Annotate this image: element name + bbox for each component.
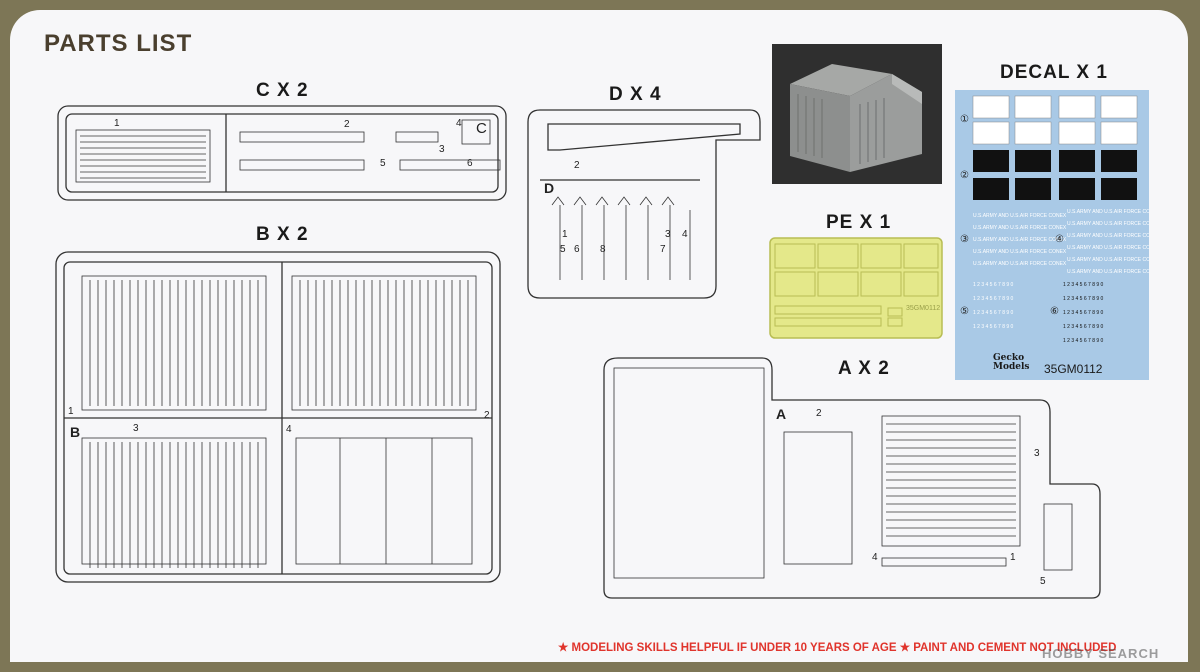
decal-label: DECAL X 1: [1000, 62, 1108, 83]
pe-code: 35GM0112: [906, 305, 941, 312]
sprue-d-label: D X 4: [609, 84, 662, 105]
part-c4: 4: [456, 118, 462, 129]
part-d8: 8: [600, 244, 606, 255]
svg-text:U.S.ARMY AND U.S.AIR FORCE CON: U.S.ARMY AND U.S.AIR FORCE CONEX: [973, 249, 1067, 255]
part-b2: 2: [484, 410, 490, 421]
part-d3: 3: [665, 229, 671, 240]
svg-text:U.S.ARMY AND U.S.AIR FORCE CON: U.S.ARMY AND U.S.AIR FORCE CONEX: [973, 261, 1067, 267]
part-c1: 1: [114, 118, 120, 129]
svg-text:U.S.ARMY AND U.S.AIR FORCE CON: U.S.ARMY AND U.S.AIR FORCE CONEX: [1067, 221, 1149, 227]
part-a2: 2: [816, 408, 822, 419]
part-a5: 5: [1040, 576, 1046, 587]
decal-marking-5: ⑤: [960, 306, 969, 317]
part-c5: 5: [380, 158, 386, 169]
svg-text:1 2 3 4 5 6 7 8 9 0: 1 2 3 4 5 6 7 8 9 0: [973, 310, 1014, 316]
svg-text:U.S.ARMY AND U.S.AIR FORCE CON: U.S.ARMY AND U.S.AIR FORCE CONEX: [973, 213, 1067, 219]
svg-text:U.S.ARMY AND U.S.AIR FORCE CON: U.S.ARMY AND U.S.AIR FORCE CONEX: [973, 225, 1067, 231]
svg-text:1 2 3 4 5 6 7 8 9 0: 1 2 3 4 5 6 7 8 9 0: [1063, 338, 1104, 344]
svg-text:U.S.ARMY AND U.S.AIR FORCE CON: U.S.ARMY AND U.S.AIR FORCE CONEX: [973, 237, 1067, 243]
svg-text:1 2 3 4 5 6 7 8 9 0: 1 2 3 4 5 6 7 8 9 0: [973, 282, 1014, 288]
sprue-c-letter: C: [476, 120, 487, 137]
part-d7: 7: [660, 244, 666, 255]
decal-marking-6: ⑥: [1050, 306, 1059, 317]
part-c3: 3: [439, 144, 445, 155]
svg-text:1 2 3 4 5 6 7 8 9 0: 1 2 3 4 5 6 7 8 9 0: [1063, 324, 1104, 330]
sprue-a-label: A X 2: [838, 358, 890, 379]
part-d6: 6: [574, 244, 580, 255]
part-d4: 4: [682, 229, 688, 240]
part-b1: 1: [68, 406, 74, 417]
part-d5: 5: [560, 244, 566, 255]
page-title: PARTS LIST: [44, 30, 193, 57]
svg-text:U.S.ARMY AND U.S.AIR FORCE CON: U.S.ARMY AND U.S.AIR FORCE CONEX: [1067, 209, 1149, 215]
part-b3: 3: [133, 423, 139, 434]
product-photo: [772, 44, 942, 184]
svg-text:1 2 3 4 5 6 7 8 9 0: 1 2 3 4 5 6 7 8 9 0: [973, 296, 1014, 302]
sprue-c-label: C X 2: [256, 80, 309, 101]
sprue-b-label: B X 2: [256, 224, 309, 245]
svg-text:U.S.ARMY AND U.S.AIR FORCE CON: U.S.ARMY AND U.S.AIR FORCE CONEX: [1067, 257, 1149, 263]
sprue-b-letter: B: [70, 424, 81, 440]
svg-text:1 2 3 4 5 6 7 8 9 0: 1 2 3 4 5 6 7 8 9 0: [1063, 310, 1104, 316]
conex-photo-image: [772, 44, 942, 184]
brand-line-2: Models: [993, 362, 1030, 372]
pe-label: PE X 1: [826, 212, 892, 233]
part-a4: 4: [872, 552, 878, 563]
svg-text:U.S.ARMY AND U.S.AIR FORCE CON: U.S.ARMY AND U.S.AIR FORCE CONEX: [1067, 233, 1149, 239]
product-code: 35GM0112: [1044, 362, 1103, 376]
decal-marking-2: ②: [960, 170, 969, 181]
sprue-a-letter: A: [776, 406, 787, 422]
part-d1: 1: [562, 229, 568, 240]
decal-sheet-graphics: U.S.ARMY AND U.S.AIR FORCE CONEX U.S.ARM…: [972, 95, 1149, 344]
svg-text:1 2 3 4 5 6 7 8 9 0: 1 2 3 4 5 6 7 8 9 0: [1063, 282, 1104, 288]
part-b4: 4: [286, 424, 292, 435]
part-c2: 2: [344, 119, 350, 130]
part-c6: 6: [467, 158, 473, 169]
brand-line-1: Gecko: [993, 353, 1025, 363]
decal-marking-3: ③: [960, 234, 969, 245]
svg-text:1 2 3 4 5 6 7 8 9 0: 1 2 3 4 5 6 7 8 9 0: [973, 324, 1014, 330]
decal-marking-4: ④: [1055, 234, 1064, 245]
svg-text:1 2 3 4 5 6 7 8 9 0: 1 2 3 4 5 6 7 8 9 0: [1063, 296, 1104, 302]
gecko-models-logo: Gecko Models: [993, 354, 1029, 372]
svg-text:U.S.ARMY AND U.S.AIR FORCE CON: U.S.ARMY AND U.S.AIR FORCE CONEX: [1067, 269, 1149, 275]
watermark: HOBBY SEARCH: [1042, 646, 1160, 661]
part-a3: 3: [1034, 448, 1040, 459]
decal-marking-1: ①: [960, 114, 969, 125]
decal-sheet: U.S.ARMY AND U.S.AIR FORCE CONEX U.S.ARM…: [955, 90, 1149, 380]
sprue-d-letter: D: [544, 180, 555, 196]
footer-warning: ★ MODELING SKILLS HELPFUL IF UNDER 10 YE…: [558, 642, 1117, 654]
part-a1: 1: [1010, 552, 1016, 563]
part-d2: 2: [574, 160, 580, 171]
svg-text:U.S.ARMY AND U.S.AIR FORCE CON: U.S.ARMY AND U.S.AIR FORCE CONEX: [1067, 245, 1149, 251]
